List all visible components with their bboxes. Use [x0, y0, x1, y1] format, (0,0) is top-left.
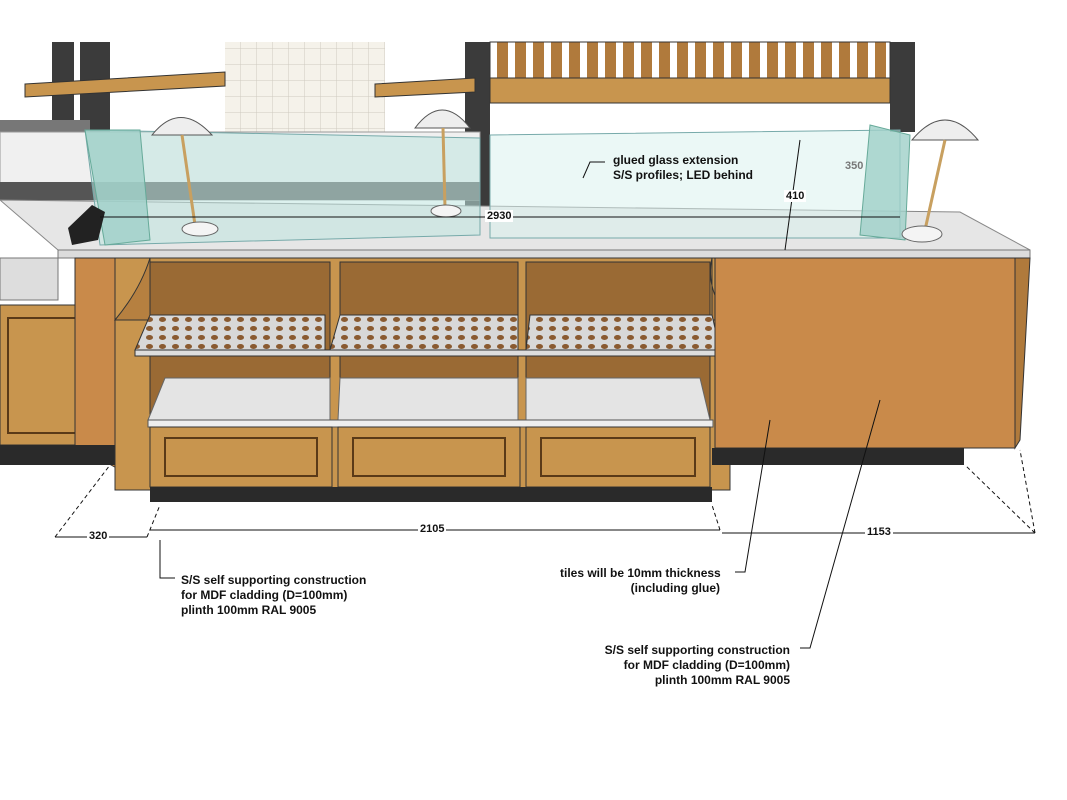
dim-glass-length: 2930 — [485, 210, 514, 222]
wall-shelf — [374, 77, 476, 98]
table-lamp — [150, 117, 219, 237]
plinth-right — [712, 448, 964, 465]
canopy-beam — [489, 77, 891, 104]
perforated-shelf — [134, 314, 326, 351]
dim-left-side: 320 — [87, 530, 110, 542]
card-terminal-icon — [68, 205, 105, 245]
dim-right-side: 1153 — [865, 526, 893, 538]
right-construction-annotation: S/S self supporting construction for MDF… — [590, 643, 790, 688]
glass-annotation: glued glass extension S/S profiles; LED … — [613, 153, 753, 183]
annotation-line: for MDF cladding (D=100mm) — [623, 658, 790, 672]
dim-glass-height: 410 — [784, 190, 807, 202]
annotation-line: (including glue) — [630, 581, 720, 595]
marble-shelf — [337, 377, 519, 421]
table-lamp — [901, 119, 980, 243]
annotation-line: S/S profiles; LED behind — [613, 168, 754, 182]
table-lamp — [413, 109, 472, 218]
perforated-shelf — [329, 314, 519, 351]
left-construction-annotation: S/S self supporting construction for MDF… — [181, 573, 366, 618]
dim-glass-side: 350 — [845, 160, 864, 172]
tiles-annotation: tiles will be 10mm thickness (including … — [560, 566, 721, 596]
annotation-line: for MDF cladding (D=100mm) — [181, 588, 348, 602]
annotation-line: S/S self supporting construction — [604, 643, 790, 657]
open-shelf-cabinet — [113, 257, 732, 502]
wall-shelf — [24, 71, 226, 98]
countertop-edge — [57, 249, 1031, 259]
marble-shelf — [525, 377, 711, 421]
drawer-front — [149, 426, 333, 488]
steel-post — [890, 42, 915, 132]
wall-tiles — [225, 42, 385, 134]
plinth-middle — [150, 487, 712, 502]
cork-panel-right — [714, 257, 1016, 449]
dim-middle: 2105 — [418, 523, 447, 535]
annotation-line: plinth 100mm RAL 9005 — [654, 673, 790, 687]
perforated-shelf — [525, 314, 721, 351]
drawer-front — [525, 426, 711, 488]
annotation-line: S/S self supporting construction — [181, 573, 367, 587]
plinth-left — [0, 445, 150, 465]
drawer-front — [337, 426, 521, 488]
marble-shelf — [147, 377, 331, 421]
annotation-line: glued glass extension — [613, 153, 739, 167]
annotation-line: tiles will be 10mm thickness — [560, 566, 721, 580]
back-counter — [0, 120, 90, 132]
wood-slat-canopy — [489, 41, 891, 81]
annotation-line: plinth 100mm RAL 9005 — [181, 603, 317, 617]
